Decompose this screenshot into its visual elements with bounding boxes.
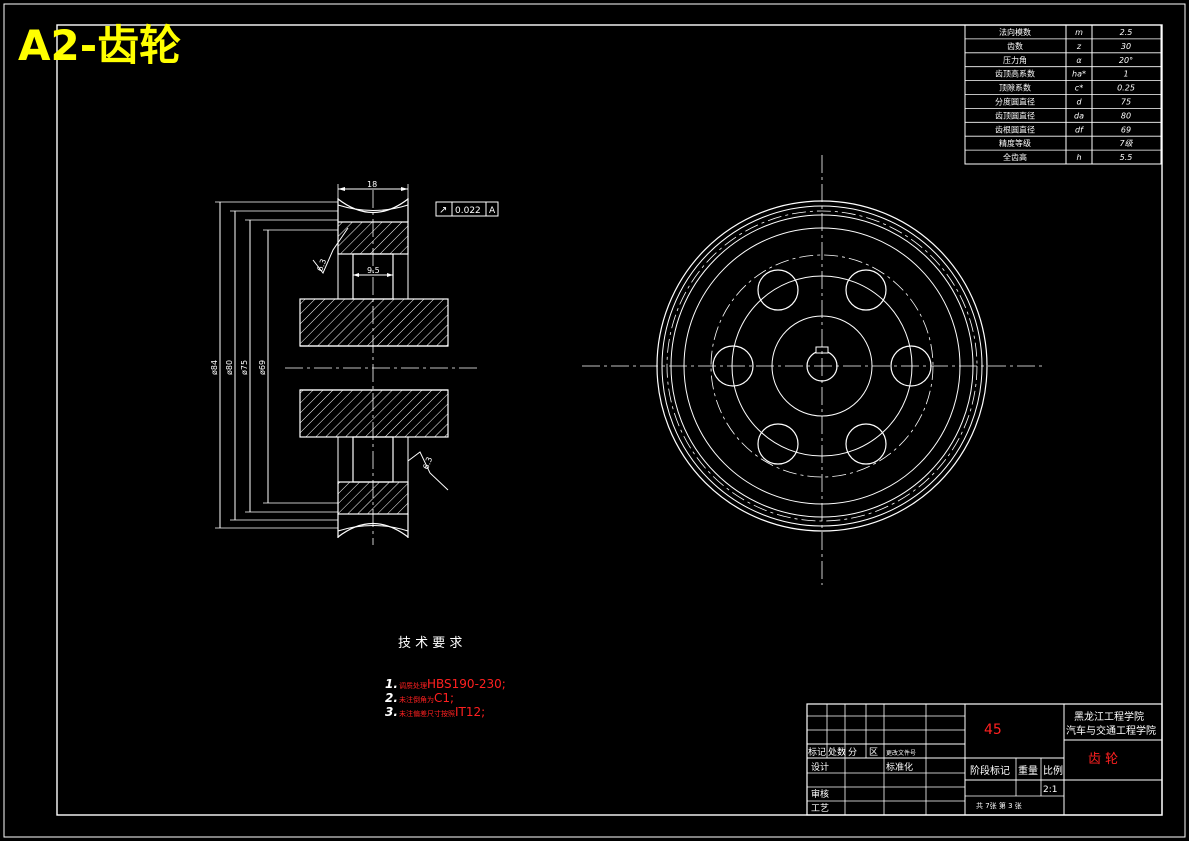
svg-text:0.022: 0.022 xyxy=(455,206,481,216)
material: 45 xyxy=(984,722,1002,738)
param-name: 全齿高 xyxy=(1003,152,1027,162)
param-name: 顶隙系数 xyxy=(999,83,1031,93)
param-name: 齿顶高系数 xyxy=(995,69,1035,79)
part-name: 齿 轮 xyxy=(1088,752,1118,767)
param-value: 75 xyxy=(1121,98,1131,107)
param-symbol: h xyxy=(1076,153,1081,162)
param-symbol: c* xyxy=(1075,84,1083,93)
tech-item-text: 未注倒角为C1; xyxy=(399,691,454,705)
svg-text:标记: 标记 xyxy=(808,746,826,758)
ratio-label: 比例 xyxy=(1043,764,1063,777)
param-value: 1 xyxy=(1123,70,1128,79)
tech-item-number: 2. xyxy=(385,691,398,705)
inner-border xyxy=(56,24,1163,816)
sheet-title: A2-齿轮 xyxy=(18,21,181,70)
dim-d80: ø80 xyxy=(225,360,234,375)
svg-text:分: 分 xyxy=(848,747,857,758)
tech-item-number: 1. xyxy=(385,677,398,691)
svg-text:6.3: 6.3 xyxy=(315,258,328,273)
school-line1: 黑龙江工程学院 xyxy=(1074,710,1144,723)
svg-text:↗: ↗ xyxy=(439,205,447,216)
stage-label: 阶段标记 xyxy=(970,764,1010,777)
standard-label: 标准化 xyxy=(886,761,913,773)
param-value: 69 xyxy=(1121,125,1131,134)
process-label: 工艺 xyxy=(811,803,829,814)
param-symbol: z xyxy=(1076,42,1082,51)
tech-item-text: 未注偏差尺寸按照IT12; xyxy=(399,705,485,719)
dim-d75: ø75 xyxy=(240,360,249,375)
param-value: 30 xyxy=(1121,42,1131,51)
param-value: 20° xyxy=(1119,56,1133,65)
design-label: 设计 xyxy=(811,761,829,773)
svg-text:6.3: 6.3 xyxy=(421,456,434,471)
dim-web: 9.5 xyxy=(367,266,380,275)
param-symbol: d xyxy=(1076,98,1082,107)
title-block xyxy=(806,703,1163,816)
front-view xyxy=(582,155,1045,585)
svg-text:区: 区 xyxy=(869,747,878,758)
roughness-top: 6.3 xyxy=(312,227,349,274)
param-name: 分度圆直径 xyxy=(995,97,1035,107)
svg-text:A: A xyxy=(489,206,496,216)
tolerance-frame: ↗ 0.022 A xyxy=(435,201,499,217)
param-value: 5.5 xyxy=(1120,153,1133,162)
section-view: ø84 ø80 ø75 ø69 18 9.5 6.3 6.3 ↗ xyxy=(210,180,499,545)
svg-text:处数: 处数 xyxy=(828,746,846,758)
sheet-count: 共 7张 第 3 张 xyxy=(976,801,1022,810)
tech-item-number: 3. xyxy=(385,705,398,719)
param-name: 法向模数 xyxy=(999,27,1031,37)
param-name: 齿根圆直径 xyxy=(995,124,1035,134)
tech-requirements: 技 术 要 求 1.调质处理HBS190-230;2.未注倒角为C1;3.未注偏… xyxy=(385,636,506,719)
title-block-text: 45 黑龙江工程学院 汽车与交通工程学院 齿 轮 标记 处数 分 区 更改文件号… xyxy=(808,710,1156,814)
weight-label: 重量 xyxy=(1018,764,1038,777)
school-line2: 汽车与交通工程学院 xyxy=(1066,724,1156,737)
param-value: 2.5 xyxy=(1120,28,1133,37)
dim-width: 18 xyxy=(367,180,377,189)
roughness-bottom: 6.3 xyxy=(407,451,449,491)
param-symbol: da xyxy=(1074,111,1084,120)
parameter-table: 法向模数 m 2.5 齿数 z 30 压力角 α 20° 齿顶高系数 ha* 1 顶隙系数 c* 0.25 分… xyxy=(964,24,1162,165)
param-symbol: α xyxy=(1076,56,1082,65)
param-name: 精度等级 xyxy=(999,138,1031,148)
tech-title: 技 术 要 求 xyxy=(398,636,462,651)
param-value: 7级 xyxy=(1119,139,1133,148)
param-name: 压力角 xyxy=(1003,55,1027,65)
param-symbol: ha* xyxy=(1072,70,1086,79)
outer-border xyxy=(3,3,1186,838)
ratio-value: 2:1 xyxy=(1043,785,1057,795)
tech-item-text: 调质处理HBS190-230; xyxy=(399,677,506,691)
dim-d69: ø69 xyxy=(258,360,267,375)
param-name: 齿数 xyxy=(1007,41,1023,51)
param-symbol: df xyxy=(1075,125,1084,134)
audit-label: 审核 xyxy=(811,788,829,800)
param-value: 80 xyxy=(1121,111,1131,120)
dim-d84: ø84 xyxy=(210,360,219,375)
svg-text:更改文件号: 更改文件号 xyxy=(886,749,916,757)
param-symbol: m xyxy=(1075,28,1083,37)
param-name: 齿顶圆直径 xyxy=(995,110,1035,120)
param-value: 0.25 xyxy=(1117,84,1135,93)
